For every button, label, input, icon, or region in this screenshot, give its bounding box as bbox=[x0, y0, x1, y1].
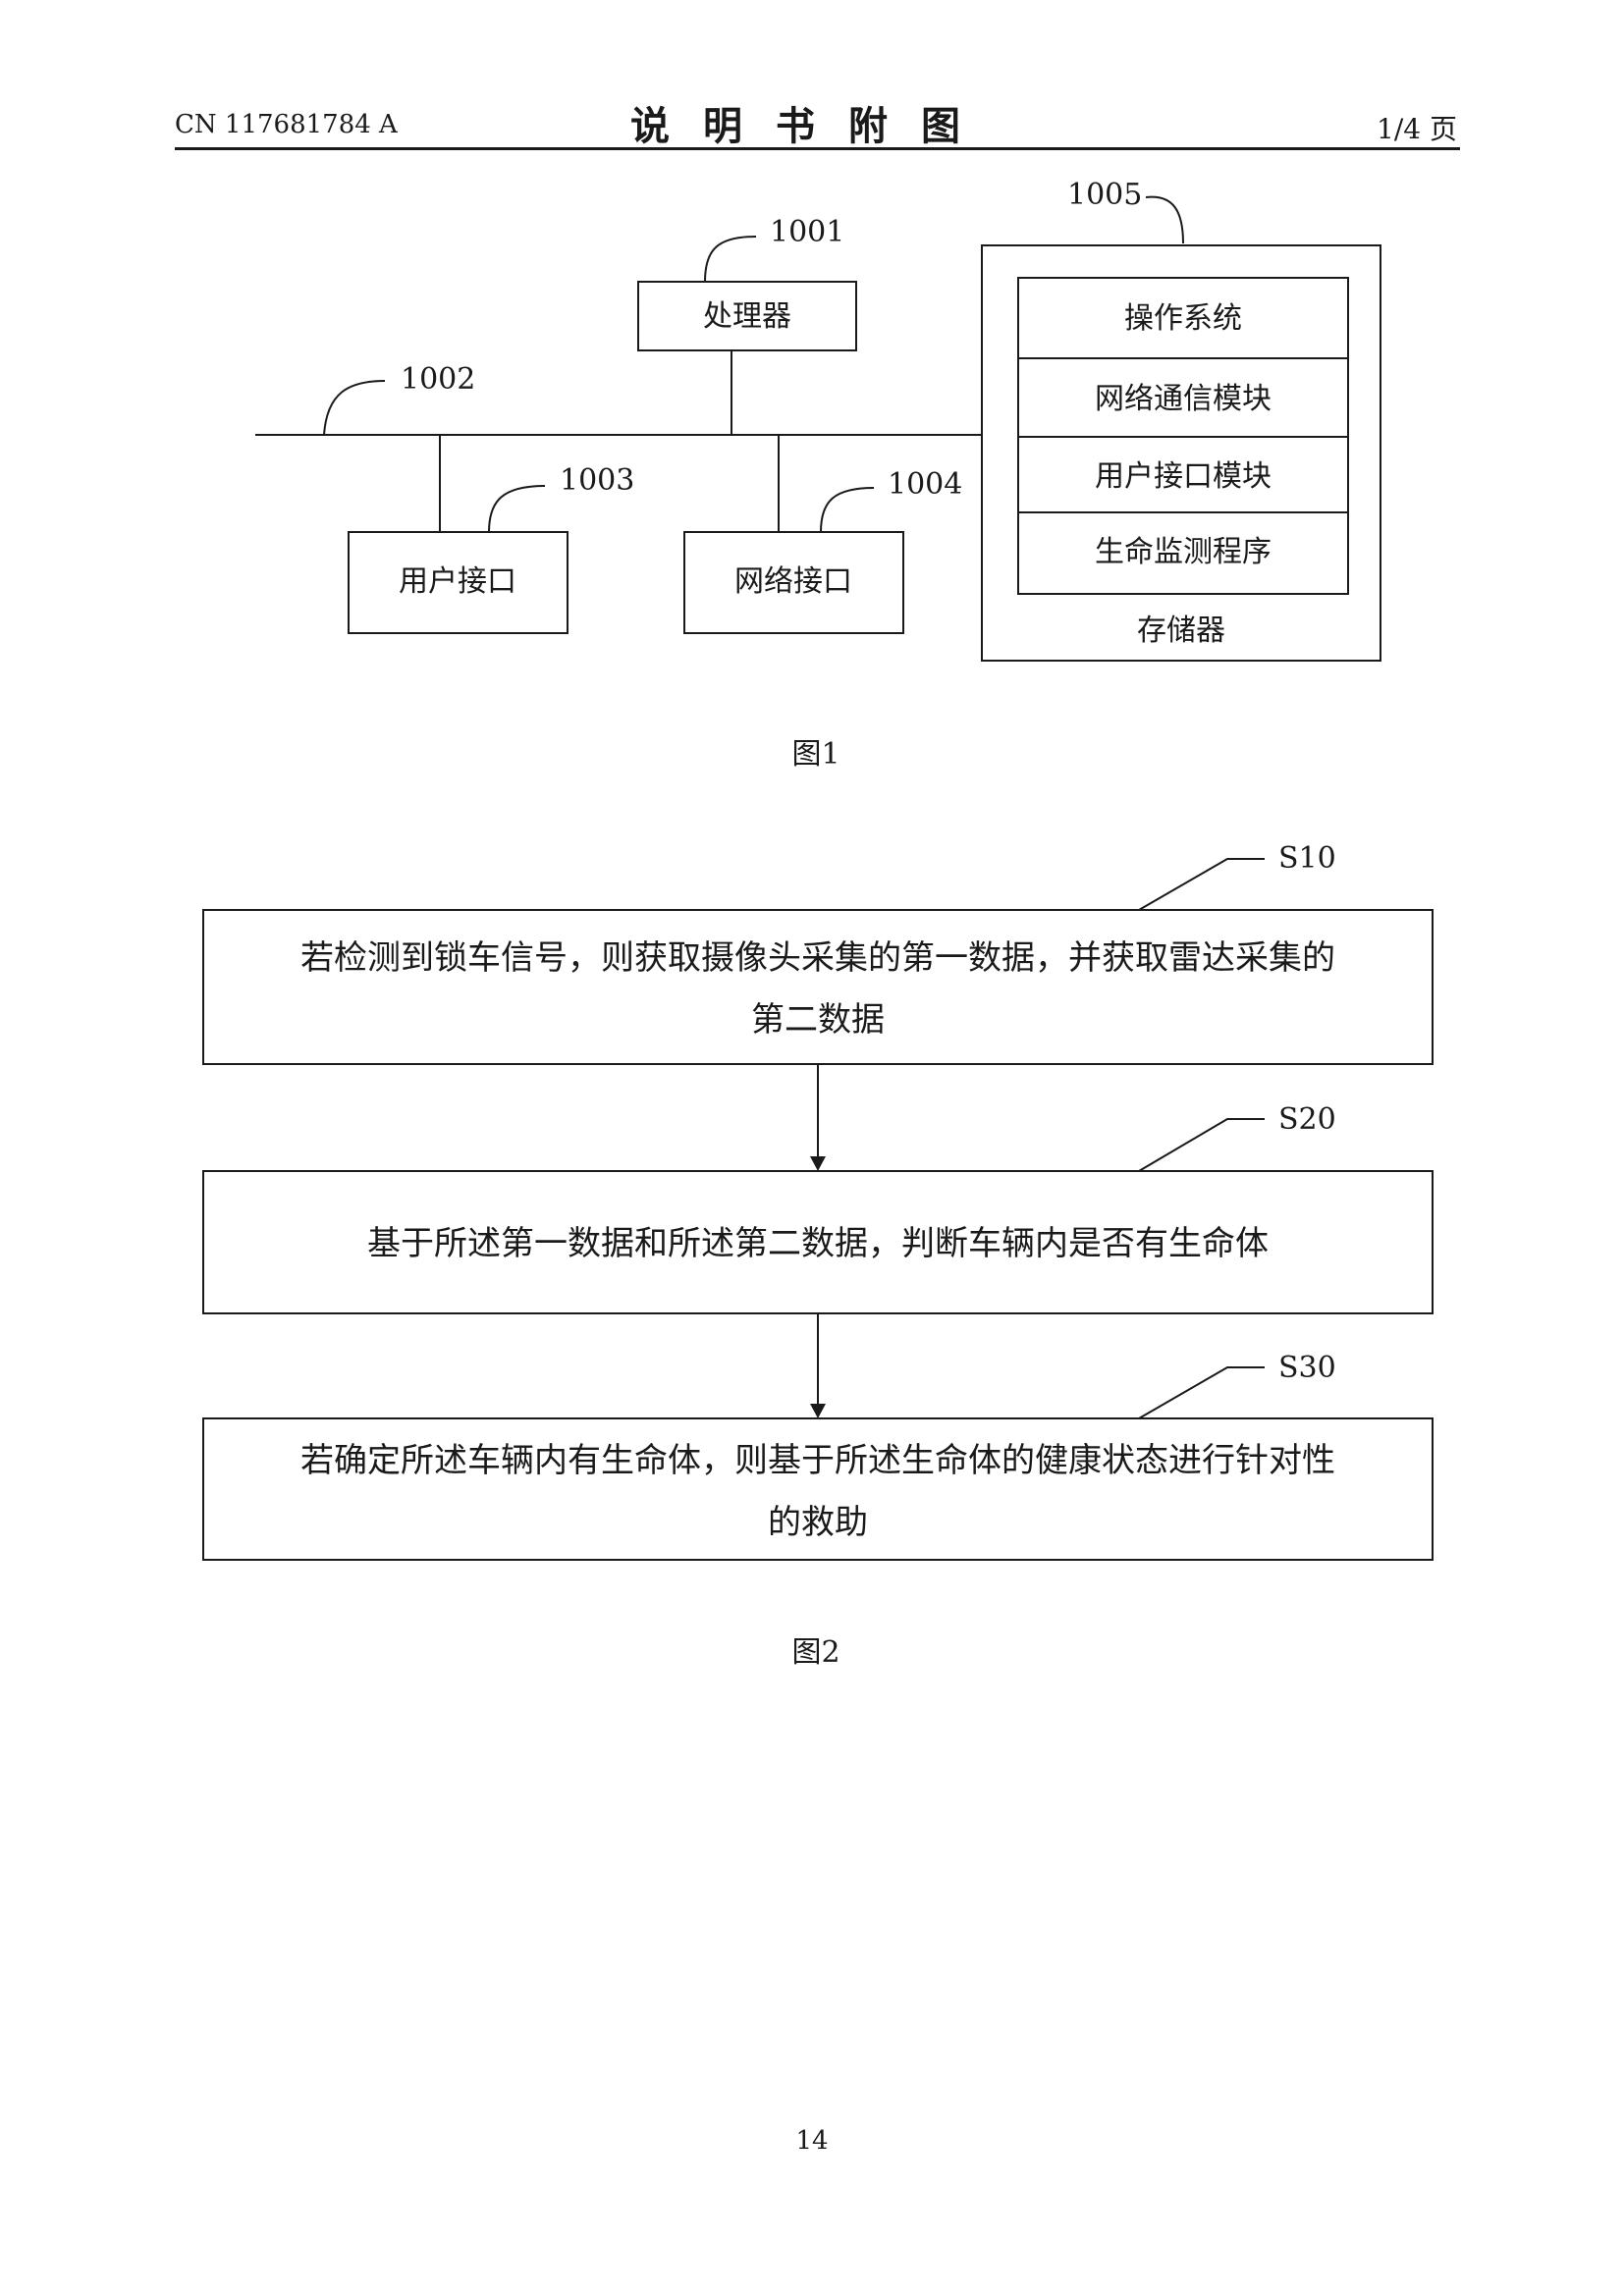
module-life-monitoring: 生命监测程序 bbox=[1095, 535, 1272, 569]
step-s30-text-line2: 的救助 bbox=[768, 1503, 868, 1542]
memory-box bbox=[981, 244, 1381, 662]
page-number: 14 bbox=[795, 2126, 829, 2156]
memory-ref-leader bbox=[1145, 195, 1184, 244]
figure-2: S10 若检测到锁车信号，则获取摄像头采集的第一数据，并获取雷达采集的 第二数据… bbox=[202, 841, 1434, 1670]
figure-2-caption: 图2 bbox=[791, 1635, 839, 1670]
step-s20-text: 基于所述第一数据和所述第二数据，判断车辆内是否有生命体 bbox=[367, 1224, 1269, 1263]
page-indicator: 1/4 页 bbox=[1377, 113, 1457, 145]
step-s30-box bbox=[202, 1417, 1434, 1561]
network-interface-box bbox=[683, 531, 904, 634]
step-s30-ref: S30 bbox=[1278, 1351, 1336, 1385]
user-interface-ref: 1003 bbox=[560, 463, 634, 498]
processor-box bbox=[637, 281, 857, 351]
step-s10-ref-leader bbox=[1138, 858, 1265, 911]
memory-ref: 1005 bbox=[1067, 178, 1142, 212]
step-s30-text-line1: 若确定所述车辆内有生命体，则基于所述生命体的健康状态进行针对性 bbox=[300, 1441, 1335, 1480]
processor-ref: 1001 bbox=[770, 215, 844, 249]
publication-number: CN 117681784 A bbox=[175, 110, 398, 139]
step-s20-ref: S20 bbox=[1278, 1102, 1336, 1137]
step-s10-text-line1: 若检测到锁车信号，则获取摄像头采集的第一数据，并获取雷达采集的 bbox=[300, 938, 1335, 978]
flow-arrowhead bbox=[810, 1404, 826, 1418]
network-interface-label: 网络接口 bbox=[734, 564, 852, 599]
network-interface-ref-leader bbox=[820, 487, 875, 533]
flow-arrowhead bbox=[810, 1156, 826, 1171]
network-interface-ref: 1004 bbox=[888, 467, 962, 502]
step-s10-ref: S10 bbox=[1278, 841, 1336, 876]
header-rule bbox=[175, 147, 1460, 150]
figure-1: 1002 1001 处理器 1003 用户接口 1004 网络接口 1005 操… bbox=[255, 178, 1381, 772]
figure-1-caption: 图1 bbox=[791, 737, 839, 772]
step-s30-ref-leader bbox=[1138, 1366, 1265, 1419]
processor-label: 处理器 bbox=[703, 299, 791, 334]
module-os: 操作系统 bbox=[1124, 301, 1242, 336]
step-s10-text-line2: 第二数据 bbox=[751, 1000, 885, 1040]
bus-ref-leader bbox=[323, 380, 386, 436]
module-user-interface: 用户接口模块 bbox=[1095, 459, 1272, 494]
user-interface-label: 用户接口 bbox=[399, 564, 516, 599]
bus-ref: 1002 bbox=[401, 362, 475, 397]
processor-ref-leader bbox=[704, 236, 757, 283]
page-title: 说明书附图 bbox=[630, 103, 994, 149]
step-s10-box bbox=[202, 909, 1434, 1065]
step-s20-ref-leader bbox=[1138, 1118, 1265, 1172]
user-interface-ref-leader bbox=[488, 485, 546, 533]
module-network-comm: 网络通信模块 bbox=[1095, 382, 1272, 416]
memory-label: 存储器 bbox=[1137, 614, 1225, 648]
user-interface-box bbox=[348, 531, 568, 634]
